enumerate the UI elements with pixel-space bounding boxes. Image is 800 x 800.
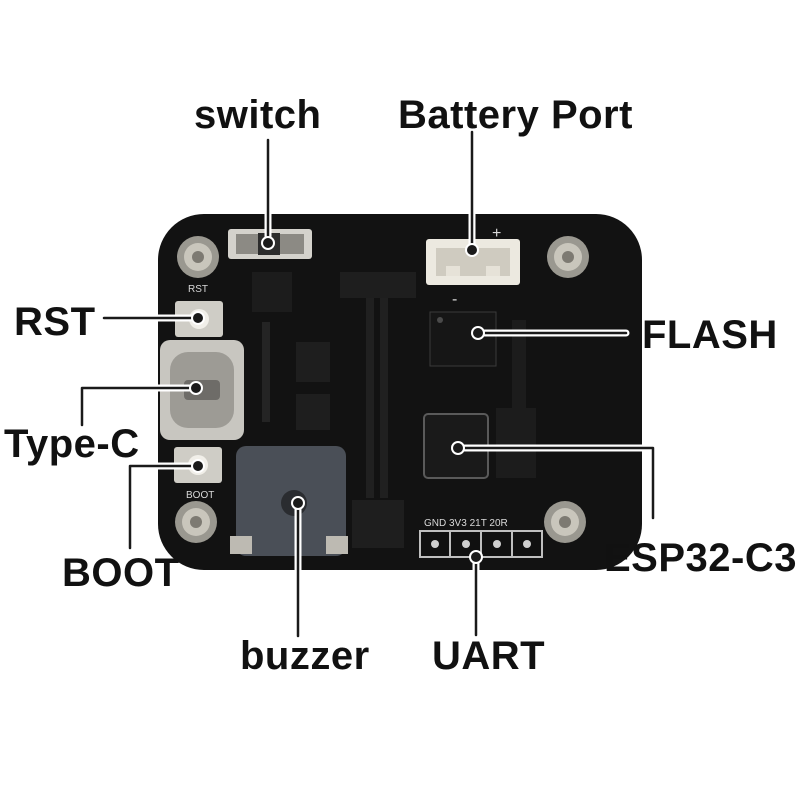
dot-buzzer [291,496,305,510]
dot-switch [261,236,275,250]
flash-chip [429,311,497,367]
silk-minus: - [452,291,457,308]
mounting-hole-bottom-left [175,501,217,543]
leader-type-c [80,386,198,427]
label-battery-port: Battery Port [398,93,633,137]
label-type-c: Type-C [4,422,140,466]
label-rst: RST [14,300,96,344]
label-flash: FLASH [642,313,778,357]
leader-boot [128,464,200,550]
label-boot: BOOT [62,551,180,595]
dot-boot [191,459,205,473]
mounting-hole-top-left [177,236,219,278]
dot-rst [191,311,205,325]
dot-type-c [189,381,203,395]
leader-esp32 [456,446,655,520]
mounting-hole-top-right [547,236,589,278]
silk-uart-pins: GND 3V3 21T 20R [424,518,508,529]
dot-flash [471,326,485,340]
dot-esp32 [451,441,465,455]
buzzer [230,446,348,556]
label-esp32-c3: ESP32-C3 [604,536,797,580]
label-buzzer: buzzer [240,634,370,678]
silk-plus: + [492,225,501,242]
silk-rst: RST [188,284,208,295]
label-switch: switch [194,93,322,137]
leader-lines [78,128,657,640]
mounting-hole-bottom-right [544,501,586,543]
dot-battery [465,243,479,257]
label-uart: UART [432,634,546,678]
dot-uart [469,550,483,564]
small-components [252,272,536,548]
silk-boot: BOOT [186,490,214,501]
leader-dots [189,236,485,564]
